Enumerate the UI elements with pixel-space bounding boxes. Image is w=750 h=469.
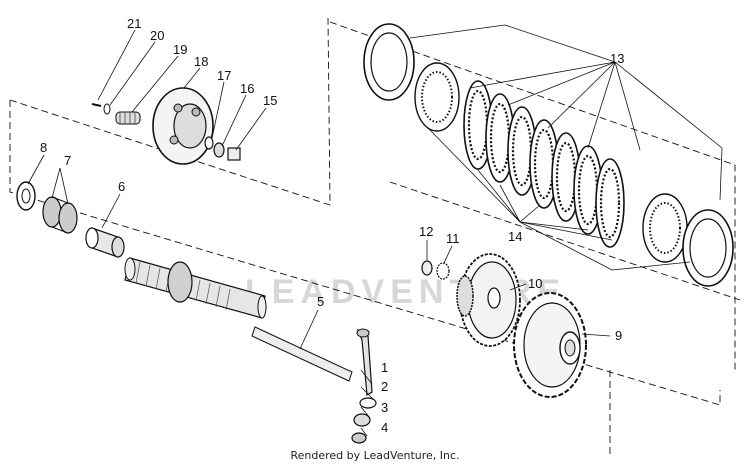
callout-11: 11: [446, 231, 460, 246]
bracket-13: [409, 24, 723, 201]
leader-lines: [27, 29, 611, 437]
needle-bearings: [42, 196, 78, 234]
main-shaft: [124, 257, 267, 319]
callout-12: 12: [419, 224, 433, 239]
footer-credit: Rendered by LeadVenture, Inc.: [290, 449, 460, 462]
thrust-washer: [16, 181, 36, 211]
bearing-16: [213, 142, 225, 158]
pressure-plate: [152, 87, 214, 165]
callout-15: 15: [263, 93, 277, 108]
callout-17: 17: [217, 68, 231, 83]
bearing-3: [353, 413, 371, 427]
nut-12: [421, 260, 433, 276]
spring-washer: [103, 103, 111, 115]
callout-16: 16: [240, 81, 254, 96]
callout-9: 9: [615, 328, 622, 343]
callout-14: 14: [508, 229, 522, 244]
callout-1: 1: [381, 360, 388, 375]
callout-20: 20: [150, 28, 164, 43]
clutch-plate-pack: [363, 23, 734, 287]
callout-10: 10: [528, 276, 542, 291]
callout-labels: 1 2 3 4 5 6 7 8 9 10 11 12 13 14 15 16 1…: [40, 16, 624, 435]
callout-2: 2: [381, 379, 388, 394]
callout-5: 5: [317, 294, 324, 309]
callout-13: 13: [610, 51, 624, 66]
bracket-14: [427, 127, 691, 271]
nut-15: [227, 147, 241, 161]
spring: [115, 111, 141, 125]
bolt: [91, 103, 102, 107]
callout-8: 8: [40, 140, 47, 155]
release-lever: [356, 328, 373, 397]
callout-18: 18: [194, 54, 208, 69]
washer-17: [204, 136, 214, 150]
lock-washer-11: [436, 262, 450, 280]
bush-4: [351, 432, 367, 444]
push-rod: [251, 326, 353, 382]
callout-7: 7: [64, 153, 71, 168]
callout-3: 3: [381, 400, 388, 415]
clutch-hub: [456, 253, 521, 347]
clutch-housing: [513, 292, 587, 398]
callout-6: 6: [118, 179, 125, 194]
assembly-boundaries: [9, 17, 741, 455]
callout-21: 21: [127, 16, 141, 31]
bushing: [85, 227, 125, 258]
seal-2: [359, 397, 377, 409]
callout-4: 4: [381, 420, 388, 435]
callout-19: 19: [173, 42, 187, 57]
